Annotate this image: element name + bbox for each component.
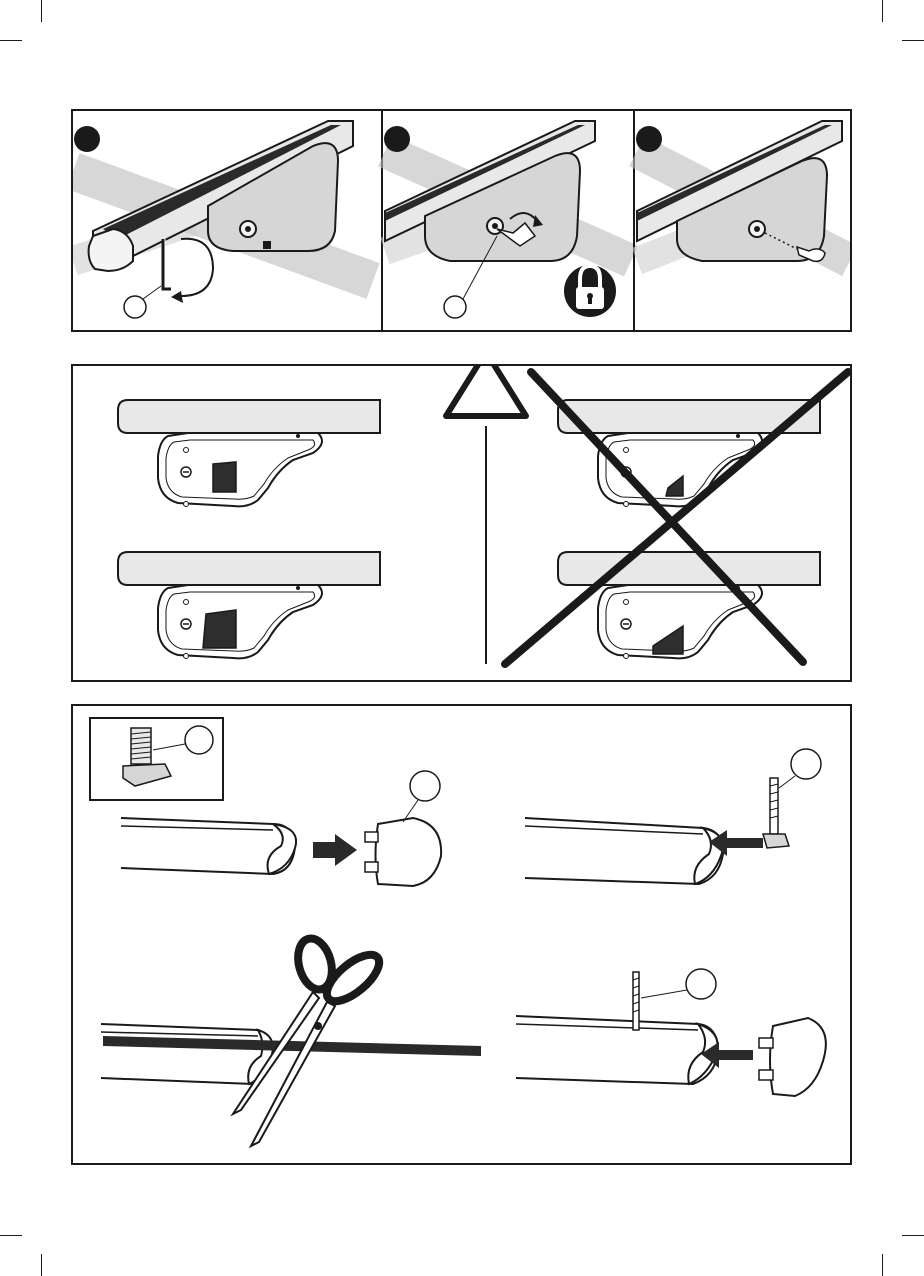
t-bolt-icon [763,778,789,848]
panel-locking-steps [71,109,852,332]
crop-mark [902,1235,924,1236]
padlock-icon [564,265,616,317]
crop-mark [41,1254,42,1276]
incorrect-variants [505,372,848,664]
t-bolt-icon [633,972,639,1030]
bolt-and-cap-illustration [73,706,850,1163]
callout-circle [185,726,213,754]
step-1 [73,111,379,330]
locking-steps-illustration [73,111,850,330]
callout-circle [124,296,146,318]
bar-profile-icon [121,818,296,874]
foot-profile-pad-small [118,400,380,507]
step-end-cap-refit [516,969,826,1096]
callout-circle [410,771,440,801]
step-marker-3 [636,126,662,152]
crop-mark [0,40,22,41]
end-cap-icon [365,818,441,886]
foot-profile-pad-small [558,400,820,507]
step-marker-2 [384,126,410,152]
end-cap-icon [759,1018,826,1096]
arrow-right-icon [313,834,357,866]
correct-variants [118,400,380,659]
crop-mark [41,0,42,22]
crop-mark [0,1235,22,1236]
step-3 [636,111,850,330]
bar-profile-icon [516,1016,718,1084]
step-marker-1 [74,126,100,152]
callout-circle [686,969,716,999]
warning-triangle-icon [446,366,526,416]
step-cut-strip [101,935,481,1146]
foot-profile-pad-large [118,552,380,659]
bar-profile-icon [101,1024,273,1084]
panel-bolt-and-cap [71,704,852,1165]
step-2 [384,111,631,330]
callout-circle [791,749,821,779]
t-bolt-inset [90,718,223,800]
step-t-bolt-insertion [525,749,821,884]
bar-profile-icon [525,818,723,884]
pad-orientation-illustration [73,366,850,680]
callout-circle [444,296,466,318]
crop-mark [902,40,924,41]
panel-pad-orientation [71,364,852,682]
crop-mark [882,0,883,22]
crop-mark [882,1254,883,1276]
